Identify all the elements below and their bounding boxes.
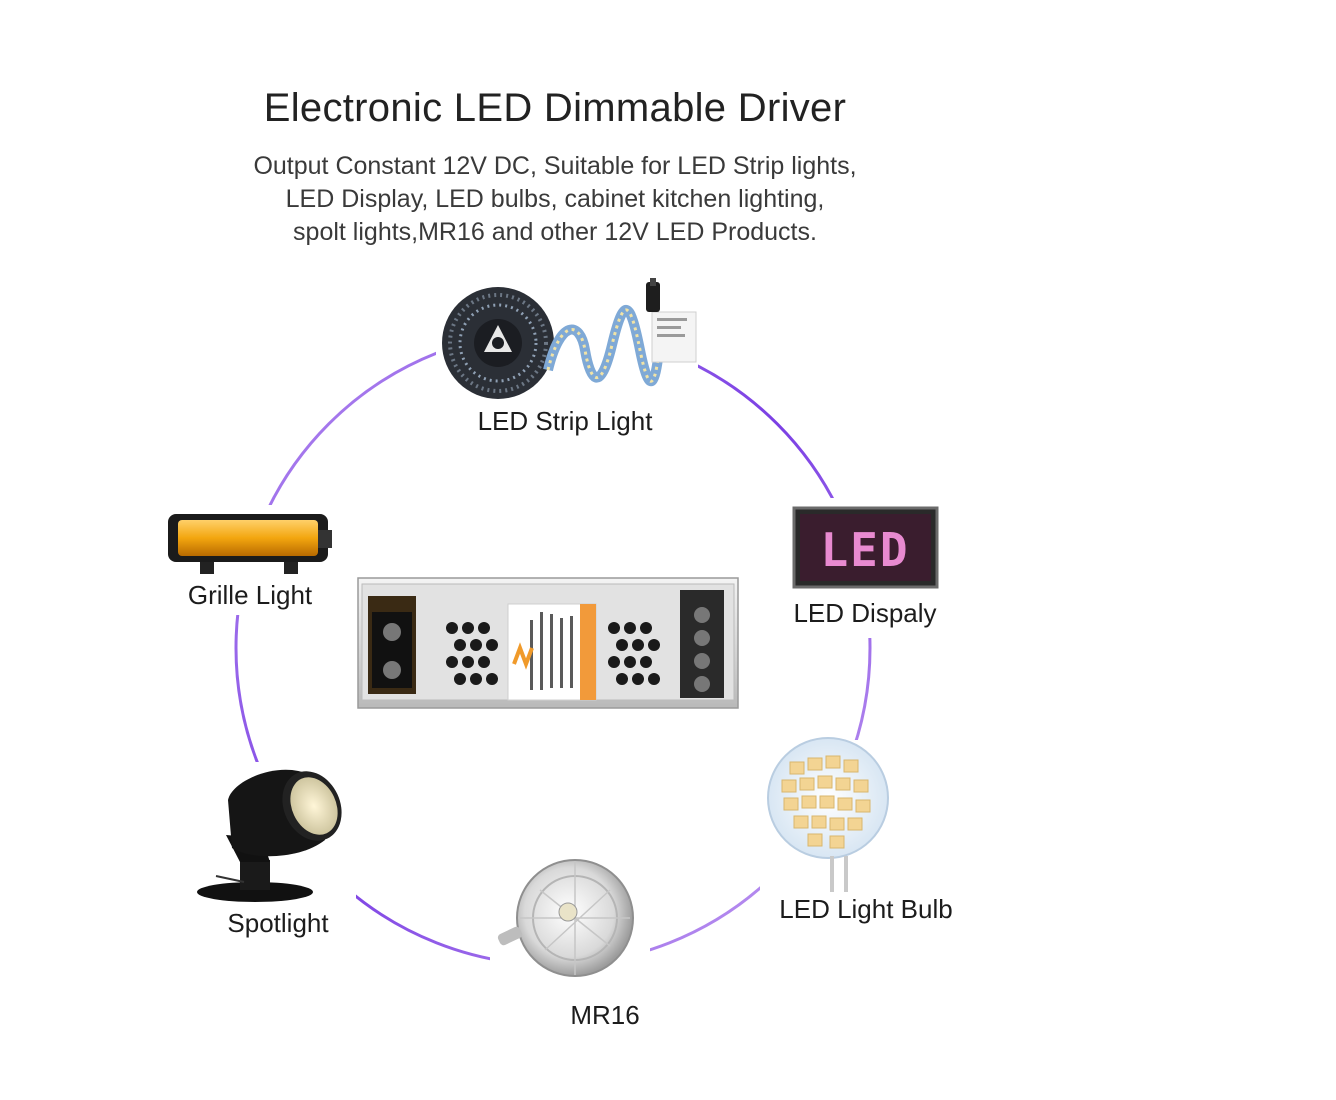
label-mr16: MR16: [570, 1000, 640, 1030]
label-grille-light: Grille Light: [187, 580, 313, 610]
led-strip-light-image: [442, 278, 697, 399]
label-led-strip-light: LED Strip Light: [477, 406, 653, 436]
page-title: Electronic LED Dimmable Driver: [263, 86, 847, 130]
spotlight-image: [197, 769, 342, 902]
subtitle-line-1: Output Constant 12V DC, Suitable for LED…: [253, 152, 857, 180]
subtitle-line-2: LED Display, LED bulbs, cabinet kitchen …: [285, 185, 825, 213]
grille-light-image: [168, 514, 332, 574]
display-led-text: LED: [820, 523, 909, 577]
label-spotlight: Spotlight: [227, 908, 329, 938]
led-light-bulb-image: [767, 737, 889, 892]
label-led-display: LED Dispaly: [793, 598, 937, 628]
mr16-image: [497, 859, 634, 977]
subtitle-line-3: spolt lights,MR16 and other 12V LED Prod…: [293, 218, 817, 246]
led-display-image: LED: [792, 506, 939, 589]
subtitle: Output Constant 12V DC, Suitable for LED…: [0, 150, 1110, 249]
led-driver-image: [357, 577, 739, 709]
label-led-light-bulb: LED Light Bulb: [779, 894, 953, 924]
